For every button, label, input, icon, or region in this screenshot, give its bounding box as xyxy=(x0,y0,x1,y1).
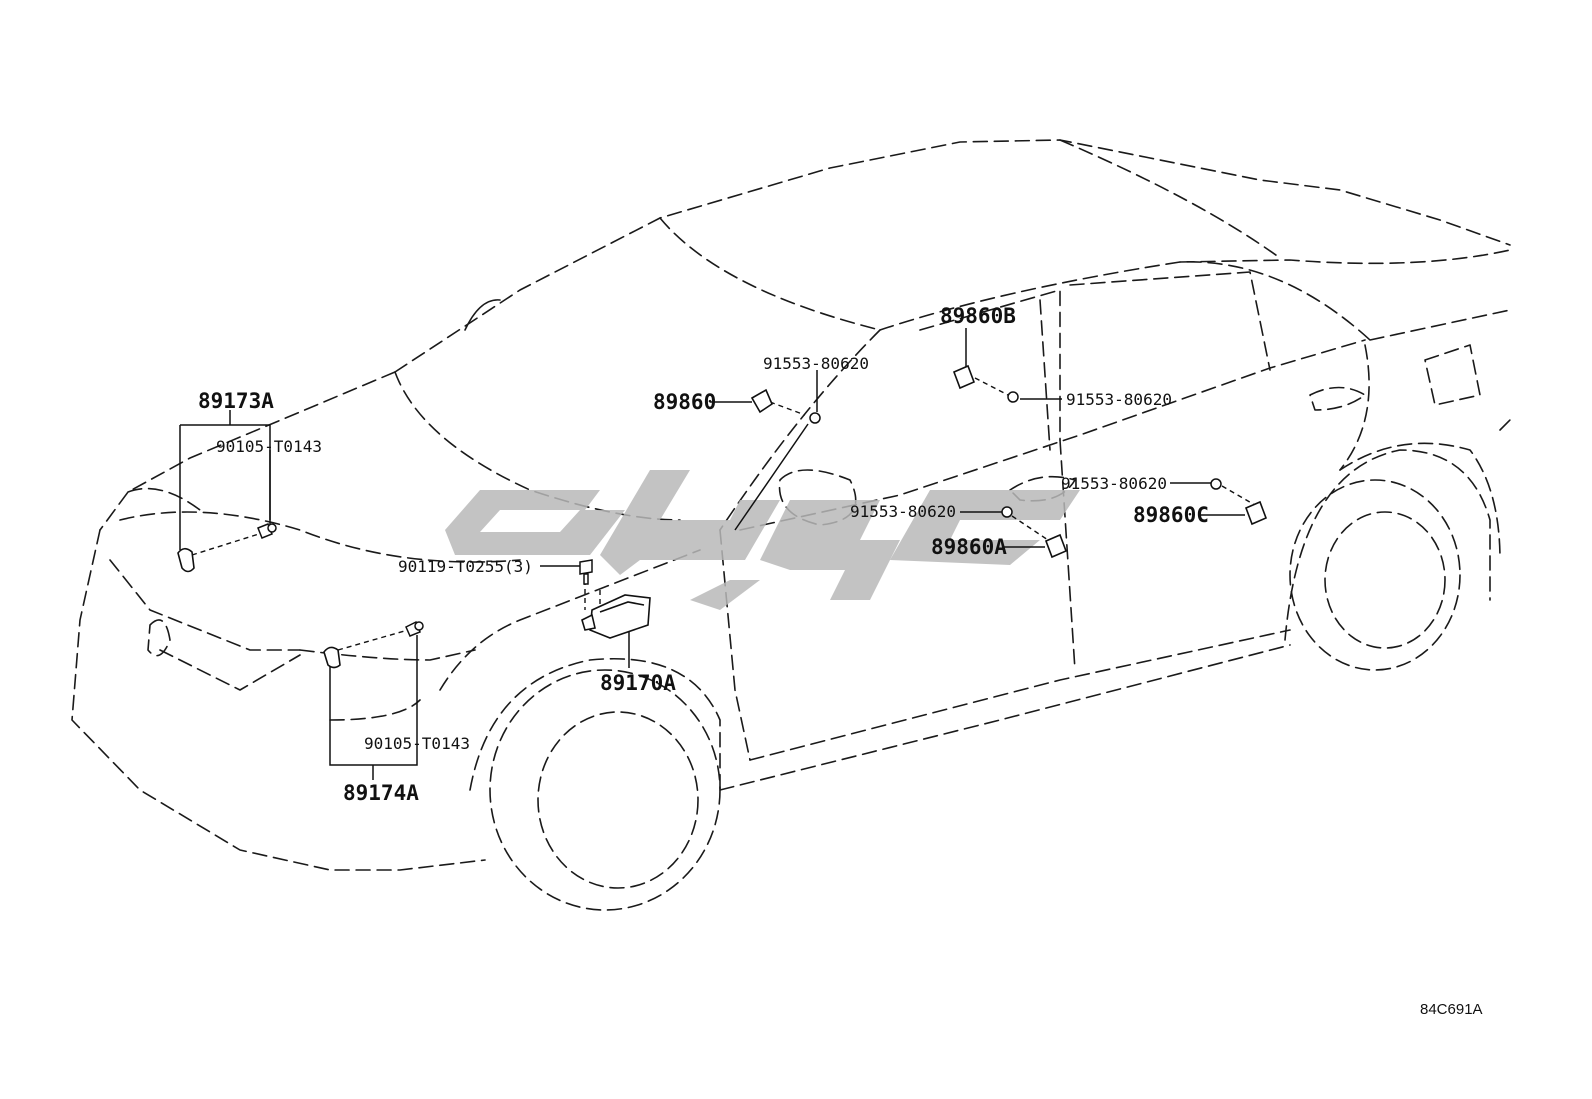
side-sensor-89860[interactable] xyxy=(750,388,773,414)
bolt-91553-c[interactable] xyxy=(1210,478,1222,490)
label-91553-80620-c[interactable]: 91553-80620 xyxy=(1061,474,1167,493)
label-90105-T0143-top[interactable]: 90105-T0143 xyxy=(216,437,322,456)
bolt-91553-b[interactable] xyxy=(1007,391,1019,403)
side-sensor-89860A[interactable] xyxy=(1044,533,1068,559)
part-labels: 89173A 90105-T0143 90105-T0143 89174A 89… xyxy=(198,304,1483,1018)
side-sensor-89860C[interactable] xyxy=(1244,500,1268,526)
label-89860[interactable]: 89860 xyxy=(653,390,716,414)
bolt-90119[interactable] xyxy=(579,559,593,585)
front-impact-sensor-89173A[interactable] xyxy=(177,547,195,573)
front-impact-sensor-89174A[interactable] xyxy=(323,646,341,669)
bolt-91553-a[interactable] xyxy=(809,412,821,424)
label-89860A[interactable]: 89860A xyxy=(931,535,1007,559)
bolt-91553-d[interactable] xyxy=(1001,506,1013,518)
car-outline xyxy=(71,139,1511,911)
bolt-90105-bottom[interactable] xyxy=(405,620,424,637)
diagram-code: 84C691A xyxy=(1420,1001,1483,1018)
part-group-89174A xyxy=(323,620,424,780)
label-89860B[interactable]: 89860B xyxy=(940,304,1016,328)
airbag-sensor-assembly-89170A[interactable] xyxy=(581,594,651,639)
part-group-89860A xyxy=(960,506,1068,559)
part-group-89860B xyxy=(952,328,1062,403)
label-90119-T0255[interactable]: 90119-T0255(3) xyxy=(398,557,533,576)
side-sensor-89860B[interactable] xyxy=(952,364,976,390)
label-91553-80620-d[interactable]: 91553-80620 xyxy=(850,502,956,521)
label-89174A[interactable]: 89174A xyxy=(343,781,419,805)
part-group-89173A xyxy=(177,410,277,573)
label-89860C[interactable]: 89860C xyxy=(1133,503,1209,527)
label-89170A[interactable]: 89170A xyxy=(600,671,676,695)
part-group-89170A xyxy=(540,559,651,668)
label-91553-80620-b[interactable]: 91553-80620 xyxy=(1066,390,1172,409)
label-89173A[interactable]: 89173A xyxy=(198,389,274,413)
part-group-89860 xyxy=(710,370,821,531)
bolt-90105-top[interactable] xyxy=(257,523,277,539)
part-group-89860C xyxy=(1170,478,1268,526)
label-91553-80620-a[interactable]: 91553-80620 xyxy=(763,354,869,373)
label-90105-T0143-bottom[interactable]: 90105-T0143 xyxy=(364,734,470,753)
